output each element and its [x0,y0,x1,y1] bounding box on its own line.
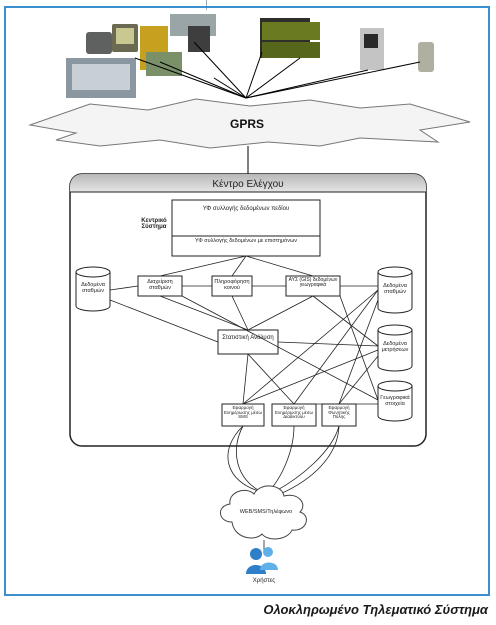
led-sign-1 [262,22,320,40]
device-links [134,41,421,99]
led-sign-2 [262,42,320,58]
service-phone-label: Εφαρμογή Φωνητικής Πύλης [328,405,350,420]
collect-field-label: ΥΦ συλλογής δεδομένων πεδίου [202,206,290,212]
users-icon [246,547,278,574]
service-web-label: Εφαρμογή Ενημέρωσης μέσω Διαδικτύου [274,405,313,420]
db-devices-top [75,266,111,278]
terminal-screen [116,28,134,44]
db-measurements-body [377,330,413,372]
figure-caption: Ολοκληρωμένο Τηλεματικό Σύστημα [263,602,488,617]
db-devices-body [75,272,111,312]
control-center-title: Κέντρο Ελέγχου [212,178,283,190]
internal-links [109,255,379,405]
db-stations-top [377,266,413,278]
collect-agents-label: ΥΦ συλλογής δεδομένων με επιστημόνων [195,238,297,244]
station-mgmt-label: Διαχείριση σταθμών [147,279,173,291]
users-label: Χρήστες [252,578,276,584]
bus-stop-roof [72,64,130,90]
control-center-header [70,174,426,192]
geo-data-top [377,380,413,392]
terminal-device-1 [86,32,112,54]
field-devices-illustration [66,14,434,98]
gprs-label: GPRS [230,117,264,131]
db-stations-label: Δεδομένα σταθμών [383,283,407,295]
statistical-analysis-label: Στατιστική Ανάλυση [222,335,274,341]
public-info-label: Πληροφόρηση κοινού [214,279,250,291]
db-stations-body [377,272,413,314]
geo-data-label: Γεωγραφικά στοιχεία [380,395,410,407]
db-measurements-top [377,324,413,336]
service-sms-label: Εφαρμογή Ενημέρωσης μέσω SMS [223,405,262,420]
gps-unit [188,26,210,52]
pole-device-screen [364,34,378,48]
db-measurements-label: Δεδομένα μετρήσεων [381,341,409,353]
cloud-label: WEB/SMS/Τηλέφωνο [239,509,293,515]
sensor-device [418,42,434,72]
top-divider-mark [206,0,207,10]
db-devices-label: Δεδομένα σταθμών [81,282,105,294]
services-to-cloud-links [227,425,340,495]
communication-cloud [220,485,307,540]
gis-label: ΑΥΣ (GIS) δεδομένων γεωγραφικά [288,277,338,289]
geo-data-body [377,386,413,422]
central-system-label: Κεντρικό Σύστημα [141,218,167,231]
diagram-frame [4,6,490,596]
gprs-network-shape [28,98,471,149]
